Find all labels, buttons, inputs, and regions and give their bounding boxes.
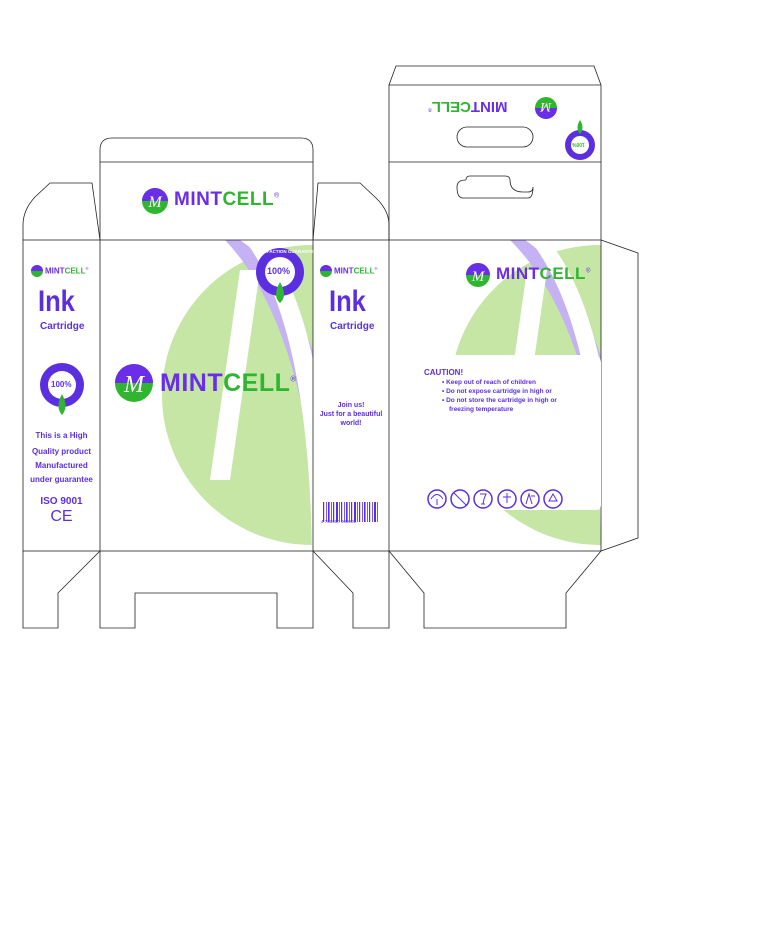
back-brand: MINTCELL®	[496, 264, 591, 284]
no-smoking-icon	[450, 489, 470, 509]
satisfaction-badge-front	[256, 248, 304, 303]
svg-text:M: M	[471, 269, 486, 285]
front-brand: MINTCELL®	[160, 369, 297, 398]
logo-mark-front: M	[115, 364, 153, 402]
brand-name-part1: MINT	[174, 189, 223, 210]
registered-mark: ®	[85, 266, 89, 271]
left-quality-line-2: Quality product	[31, 447, 92, 456]
svg-text:M: M	[539, 100, 552, 115]
svg-text:M: M	[123, 372, 146, 398]
middle-product-subtitle: Cartridge	[330, 321, 375, 332]
handle-with-care-icon	[520, 489, 540, 509]
brand-name-part2: CELL	[222, 189, 275, 210]
brand-name-part2: CELL	[353, 266, 375, 276]
barcode	[323, 502, 378, 522]
registered-mark: ®	[428, 106, 432, 112]
brand-name-part1: MINT	[45, 266, 65, 276]
satisfaction-badge-hang-tab	[565, 120, 595, 160]
badge-percent-front: 100%	[267, 266, 291, 276]
middle-brand: MINTCELL®	[334, 266, 377, 276]
logo-mark-top-front: M	[142, 188, 168, 214]
badge-percent-left: 100%	[51, 380, 72, 389]
care-icons	[427, 489, 563, 509]
registered-mark: ®	[374, 266, 378, 271]
brand-name-part1: MINT	[470, 98, 508, 115]
front-panel-art	[162, 240, 313, 551]
slogan-line-2: Just for a beautiful	[319, 411, 383, 418]
caution-item: freezing temperature	[449, 406, 514, 413]
slogan-line-3: world!	[340, 420, 362, 427]
logo-mark-back: M	[466, 263, 490, 287]
brand-name-part2: CELL	[431, 98, 471, 115]
slogan-line-1: Join us!	[337, 402, 365, 409]
left-product-title: Ink	[38, 285, 75, 318]
recycle-icon	[543, 489, 563, 509]
left-iso-text: ISO 9001	[40, 496, 83, 507]
left-brand: MINTCELL®	[45, 266, 88, 276]
left-product-subtitle: Cartridge	[40, 321, 85, 332]
top-flap-brand: MINTCELL®	[174, 189, 280, 211]
left-quality-line-3: Manufactured	[35, 461, 88, 470]
caution-item: Do not store the cartridge in high or	[442, 396, 557, 405]
fragile-glass-icon	[473, 489, 493, 509]
caution-item: Keep out of reach of children	[442, 378, 557, 387]
satisfaction-badge-left	[40, 363, 84, 415]
registered-mark: ®	[290, 374, 297, 384]
temperature-icon	[497, 489, 517, 509]
left-ce-mark: CE	[50, 508, 73, 525]
registered-mark: ®	[274, 192, 280, 200]
brand-name-part1: MINT	[334, 266, 354, 276]
brand-name-part2: CELL	[64, 266, 86, 276]
badge-ring-text-front: SATISFACTION GUARANTEED	[254, 249, 320, 254]
brand-name-part1: MINT	[160, 369, 224, 397]
caution-list: Keep out of reach of children Do not exp…	[442, 378, 557, 414]
svg-text:M: M	[147, 194, 163, 211]
caution-title: CAUTION!	[424, 368, 464, 377]
brand-name-part2: CELL	[539, 264, 586, 283]
left-quality-line-1: This is a High	[35, 431, 88, 440]
logo-mark-left	[31, 265, 43, 277]
registered-mark: ®	[585, 268, 591, 275]
umbrella-icon	[427, 489, 447, 509]
hang-tab-brand: MINTCELL®	[428, 98, 508, 115]
brand-name-part2: CELL	[223, 369, 291, 397]
middle-product-title: Ink	[329, 285, 366, 318]
badge-percent-hang-tab: 100%	[572, 141, 585, 147]
logo-mark-middle	[320, 265, 332, 277]
left-quality-line-4: under guarantee	[30, 475, 93, 484]
caution-item: Do not expose cartridge in high or	[442, 387, 557, 396]
brand-name-part1: MINT	[496, 264, 540, 283]
barcode-digits: 4 700000 000005	[321, 519, 357, 524]
logo-mark-hang-tab: M	[535, 97, 557, 119]
